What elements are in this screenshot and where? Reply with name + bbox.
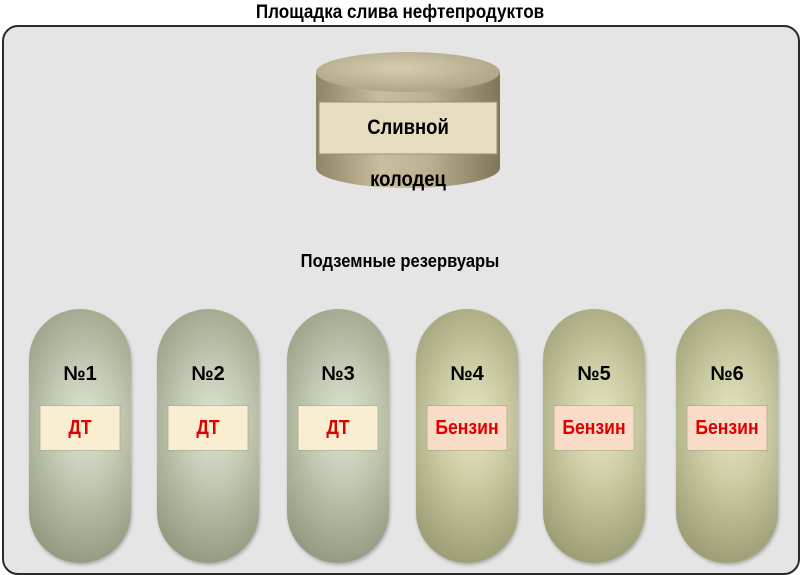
tank-product-label: ДТ xyxy=(168,406,248,450)
tank-number: №1 xyxy=(63,363,97,385)
tank-product-label: Бензин xyxy=(687,406,767,450)
tank-product-label: ДТ xyxy=(298,406,378,450)
drain-well: Сливной колодец xyxy=(313,50,503,191)
tank-3: №3 ДТ xyxy=(287,309,389,563)
tank-4: №4 Бензин xyxy=(416,309,518,563)
tank-number: №3 xyxy=(321,363,355,385)
tank-number: №4 xyxy=(450,363,484,385)
tank-5: №5 Бензин xyxy=(543,309,645,563)
tanks-heading: Подземные резервуары xyxy=(300,251,500,271)
tank-number: №5 xyxy=(577,363,611,385)
tank-1: №1 ДТ xyxy=(29,309,131,563)
tank-product-label: Бензин xyxy=(427,406,507,450)
tank-product-label: Бензин xyxy=(554,406,634,450)
drain-well-cylinder xyxy=(316,52,500,188)
page-title: Площадка слива нефтепродуктов xyxy=(255,2,545,23)
drain-well-label: Сливной колодец xyxy=(367,116,449,191)
tank-number: №2 xyxy=(191,363,225,385)
tank-product-label: ДТ xyxy=(40,406,120,450)
tank-number: №6 xyxy=(710,363,744,385)
tank-6: №6 Бензин xyxy=(676,309,778,563)
tank-2: №2 ДТ xyxy=(157,309,259,563)
